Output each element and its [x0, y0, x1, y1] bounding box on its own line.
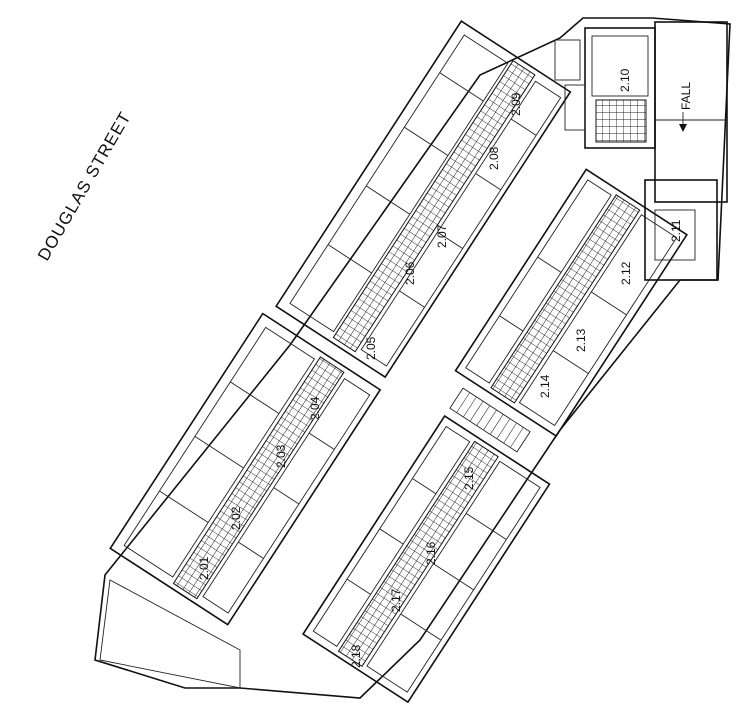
room-labels: 2.01 2.02 2.03 2.04 2.05 2.06 2.07 2.08 …	[197, 68, 683, 668]
room-label-2-10: 2.10	[618, 68, 632, 92]
room-label-2-12: 2.12	[619, 261, 633, 285]
room-label-2-02: 2.02	[229, 506, 243, 530]
room-label-2-05: 2.05	[364, 336, 378, 360]
room-label-2-13: 2.13	[574, 328, 588, 352]
unit-2-11-block	[644, 179, 718, 281]
room-label-2-11: 2.11	[669, 219, 683, 242]
staircase	[449, 387, 531, 453]
room-label-2-15: 2.15	[462, 466, 476, 490]
north-wing	[275, 20, 572, 379]
room-label-2-07: 2.07	[435, 224, 449, 248]
room-label-2-03: 2.03	[274, 444, 288, 468]
street-label: DOUGLAS STREET	[34, 108, 135, 264]
south-east-wing	[301, 414, 551, 704]
room-label-2-09: 2.09	[509, 92, 523, 116]
north-east-unit	[554, 21, 728, 203]
room-label-2-17: 2.17	[389, 588, 403, 612]
room-label-2-18: 2.18	[349, 644, 363, 668]
south-landing	[99, 579, 241, 689]
east-wing	[454, 168, 688, 438]
room-label-2-01: 2.01	[197, 556, 211, 580]
fall-arrow-icon	[679, 112, 687, 132]
room-label-2-06: 2.06	[403, 261, 417, 285]
room-label-2-08: 2.08	[487, 146, 501, 170]
south-west-wing	[109, 312, 382, 626]
room-label-2-04: 2.04	[308, 396, 322, 420]
fall-label: FALL	[679, 82, 693, 110]
room-label-2-14: 2.14	[538, 374, 552, 398]
room-label-2-16: 2.16	[424, 541, 438, 565]
